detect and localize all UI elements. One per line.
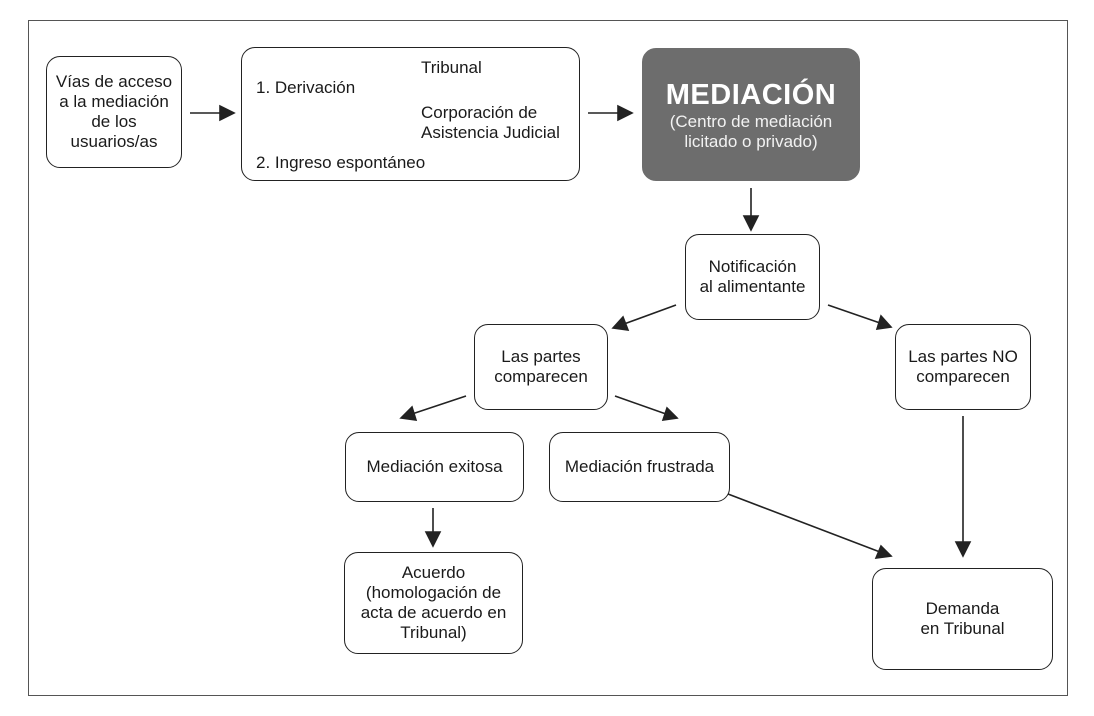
corporacion-line: Asistencia Judicial <box>421 123 560 142</box>
arrow-frustrada-to-demanda <box>727 493 881 553</box>
mediacion-title: MEDIACIÓN <box>665 78 837 111</box>
frustrada-box: Mediación frustrada <box>549 432 730 502</box>
arrow-comparecen-to-frustrada <box>614 395 667 415</box>
access-line: Vías de acceso <box>55 72 173 91</box>
no-comparecen-line: Las partes NO <box>908 347 1018 366</box>
acuerdo-line: acta de acuerdo en <box>360 603 507 622</box>
routes-box <box>241 47 580 181</box>
arrowhead <box>399 405 418 421</box>
access-box: Vías de acceso a la mediación de los usu… <box>46 56 182 168</box>
arrowhead <box>875 314 893 330</box>
arrow-notificacion-to-no-comparecen <box>827 304 881 324</box>
access-line: de los <box>91 112 137 131</box>
arrowhead <box>742 215 760 232</box>
arrowhead <box>954 541 972 558</box>
arrowhead <box>874 544 893 559</box>
notificacion-line: Notificación <box>708 257 797 276</box>
mediacion-subtitle-line: (Centro de mediación <box>669 111 833 131</box>
arrowhead <box>424 531 442 548</box>
comparecen-line: comparecen <box>494 367 588 386</box>
diagram-frame <box>28 20 1068 696</box>
mediacion-box: MEDIACIÓN (Centro de mediación licitado … <box>642 48 860 181</box>
demanda-line: Demanda <box>925 599 1000 618</box>
corporacion-line: Corporación de <box>421 103 538 122</box>
corporacion-label: Corporación de Asistencia Judicial <box>421 103 560 143</box>
comparecen-box: Las partes comparecen <box>474 324 608 410</box>
exitosa-label: Mediación exitosa <box>366 457 503 476</box>
notificacion-line: al alimentante <box>699 277 806 296</box>
espontaneo-label: 2. Ingreso espontáneo <box>256 153 426 172</box>
arrowhead <box>219 104 236 122</box>
derivacion-label: 1. Derivación <box>256 78 356 97</box>
acuerdo-box: Acuerdo (homologación de acta de acuerdo… <box>344 552 523 654</box>
tribunal-label: Tribunal <box>421 58 482 77</box>
exitosa-box: Mediación exitosa <box>345 432 524 502</box>
access-line: a la mediación <box>59 92 169 111</box>
arrowhead <box>611 315 630 331</box>
no-comparecen-line: comparecen <box>916 367 1010 386</box>
mediacion-subtitle-line: licitado o privado) <box>684 131 818 151</box>
demanda-line: en Tribunal <box>920 619 1005 638</box>
arrowhead <box>661 406 679 421</box>
arrow-comparecen-to-exitosa <box>411 395 467 415</box>
arrowhead <box>617 104 634 122</box>
comparecen-line: Las partes <box>501 347 581 366</box>
acuerdo-line: (homologación de <box>365 583 502 602</box>
acuerdo-line: Acuerdo <box>401 563 466 582</box>
acuerdo-line: Tribunal) <box>400 623 467 642</box>
access-line: usuarios/as <box>70 132 158 151</box>
notificacion-box: Notificación al alimentante <box>685 234 820 320</box>
demanda-box: Demanda en Tribunal <box>872 568 1053 670</box>
arrow-notificacion-to-comparecen <box>623 304 677 325</box>
no-comparecen-box: Las partes NO comparecen <box>895 324 1031 410</box>
frustrada-label: Mediación frustrada <box>564 457 715 476</box>
